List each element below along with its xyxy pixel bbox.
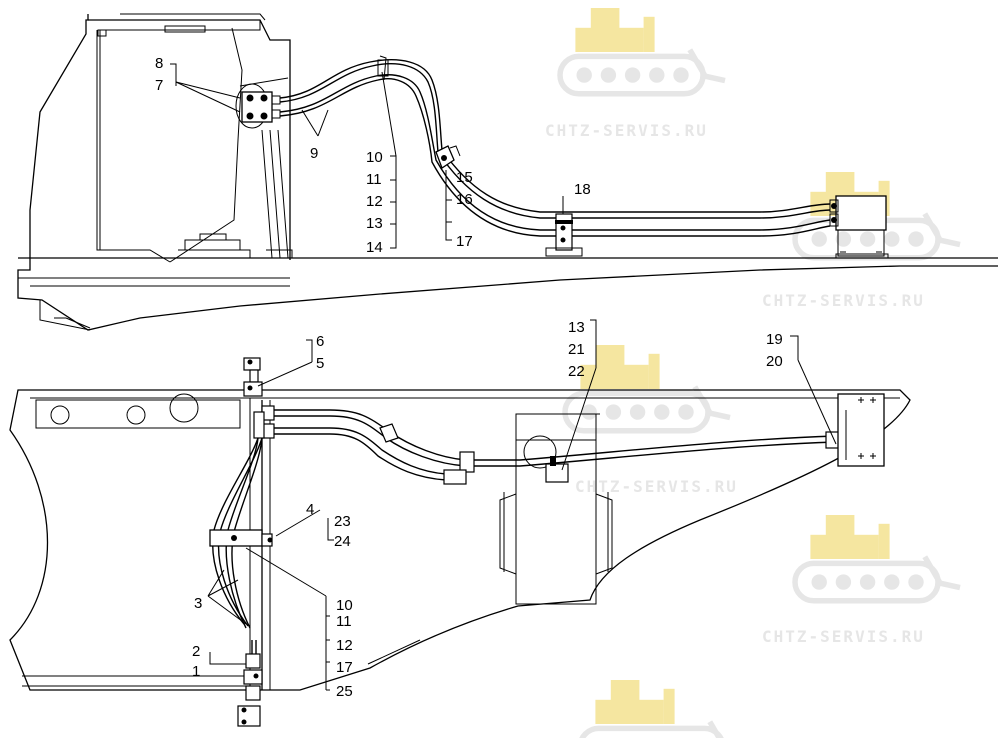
- watermark-text: CHTZ-SERVIS.RU: [545, 121, 708, 140]
- frame-outline-bottom: [9, 389, 911, 691]
- callout-22: 22: [568, 363, 585, 380]
- bulldozer-logo-icon: [795, 515, 960, 601]
- bulldozer-logo-icon: [560, 8, 725, 94]
- callout-17: 17: [456, 233, 473, 250]
- watermark-1: CHTZ-SERVIS.RU: [545, 8, 725, 140]
- frame-tower-face: [88, 19, 291, 260]
- callout-12: 12: [366, 193, 383, 210]
- callout-11: 11: [366, 171, 382, 188]
- hoses-vertical: [212, 437, 263, 660]
- callout-21: 21: [568, 341, 585, 358]
- watermark-text: CHTZ-SERVIS.RU: [762, 291, 925, 310]
- callout-13: 13: [568, 319, 585, 336]
- callout-25: 25: [336, 683, 353, 700]
- callout-12-bottom: 12: [336, 637, 353, 654]
- watermark-5: [580, 680, 745, 738]
- fitting-1-2: [237, 653, 263, 727]
- callout-10-bottom: 10: [336, 597, 353, 614]
- bracket-18: [545, 213, 583, 257]
- callout-7: 7: [155, 77, 163, 94]
- callout-19: 19: [766, 331, 783, 348]
- hoses-bottom: [274, 409, 841, 485]
- fitting-5-6: [243, 357, 275, 439]
- watermark-4: CHTZ-SERVIS.RU: [762, 515, 960, 646]
- hoses-top: [279, 55, 831, 237]
- callout-1: 1: [192, 663, 200, 680]
- callout-8: 8: [155, 55, 163, 72]
- valve-block-top: [235, 83, 281, 129]
- callout-3: 3: [194, 595, 202, 612]
- frame-tower-outline: [17, 14, 998, 331]
- bottom-view: [9, 319, 911, 727]
- callout-17-bottom: 17: [336, 659, 353, 676]
- callout-5: 5: [316, 355, 324, 372]
- clamp-4: [209, 529, 273, 547]
- watermark-2: CHTZ-SERVIS.RU: [762, 172, 960, 310]
- callout-9: 9: [310, 145, 318, 162]
- callout-10: 10: [366, 149, 383, 166]
- callout-23: 23: [334, 513, 351, 530]
- top-view: [17, 13, 998, 331]
- watermark-text: CHTZ-SERVIS.RU: [762, 627, 925, 646]
- callout-14: 14: [366, 239, 383, 256]
- callout-18: 18: [574, 181, 591, 198]
- callout-24: 24: [334, 533, 351, 550]
- callout-15: 15: [456, 169, 473, 186]
- watermark-text: CHTZ-SERVIS.RU: [575, 477, 738, 496]
- callout-11-bottom: 11: [336, 613, 352, 630]
- valve-block-right-top: [829, 195, 889, 259]
- callout-6: 6: [316, 333, 324, 350]
- bulldozer-logo-icon: [580, 680, 745, 738]
- callout-2: 2: [192, 643, 200, 660]
- watermark-3: CHTZ-SERVIS.RU: [565, 345, 738, 496]
- callout-13: 13: [366, 215, 383, 232]
- valve-block-right-bottom: [837, 393, 885, 467]
- callout-16: 16: [456, 191, 473, 208]
- callout-20: 20: [766, 353, 783, 370]
- callout-4: 4: [306, 501, 314, 518]
